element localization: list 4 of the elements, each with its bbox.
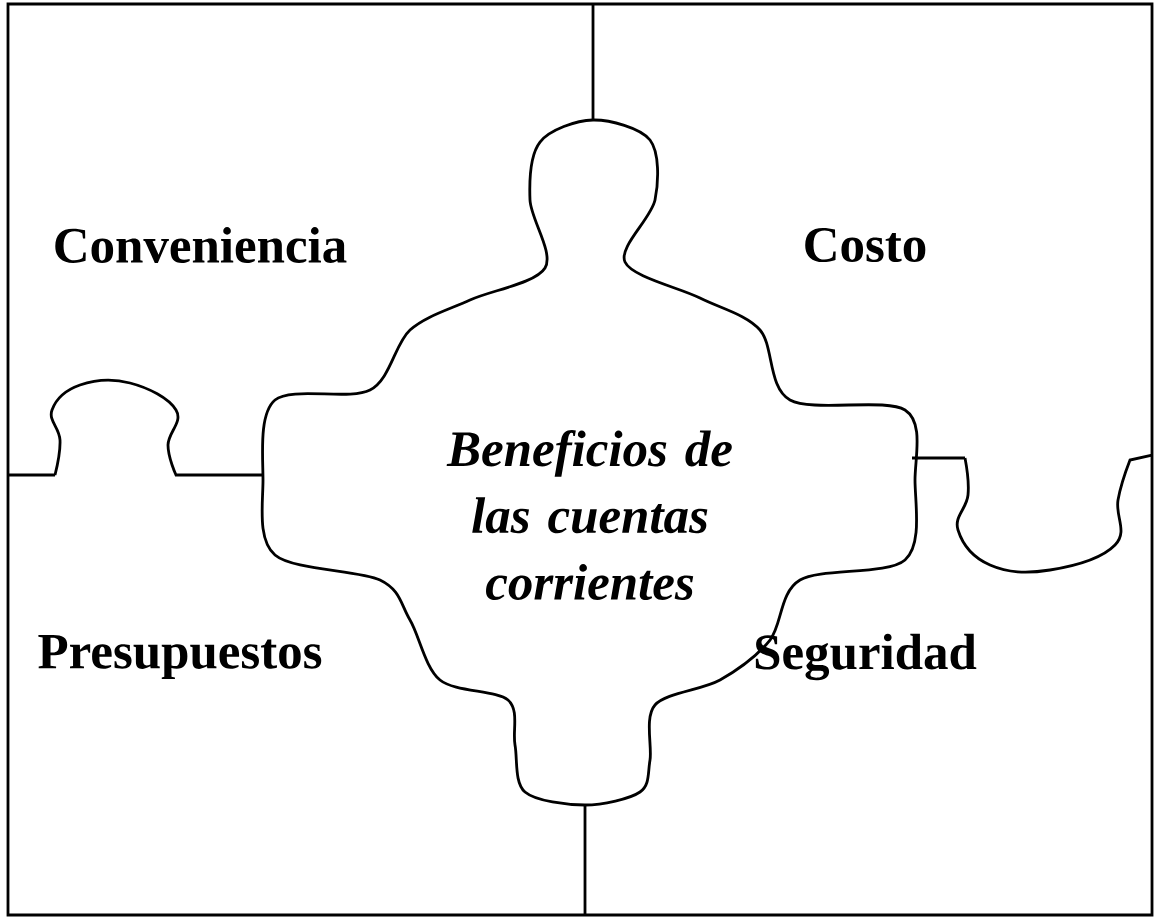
piece-label: Seguridad [755,633,977,681]
piece-label: Costo [805,227,926,263]
piece-label: Conveniencia [55,227,347,263]
piece-label: Presupuestos [38,634,322,680]
